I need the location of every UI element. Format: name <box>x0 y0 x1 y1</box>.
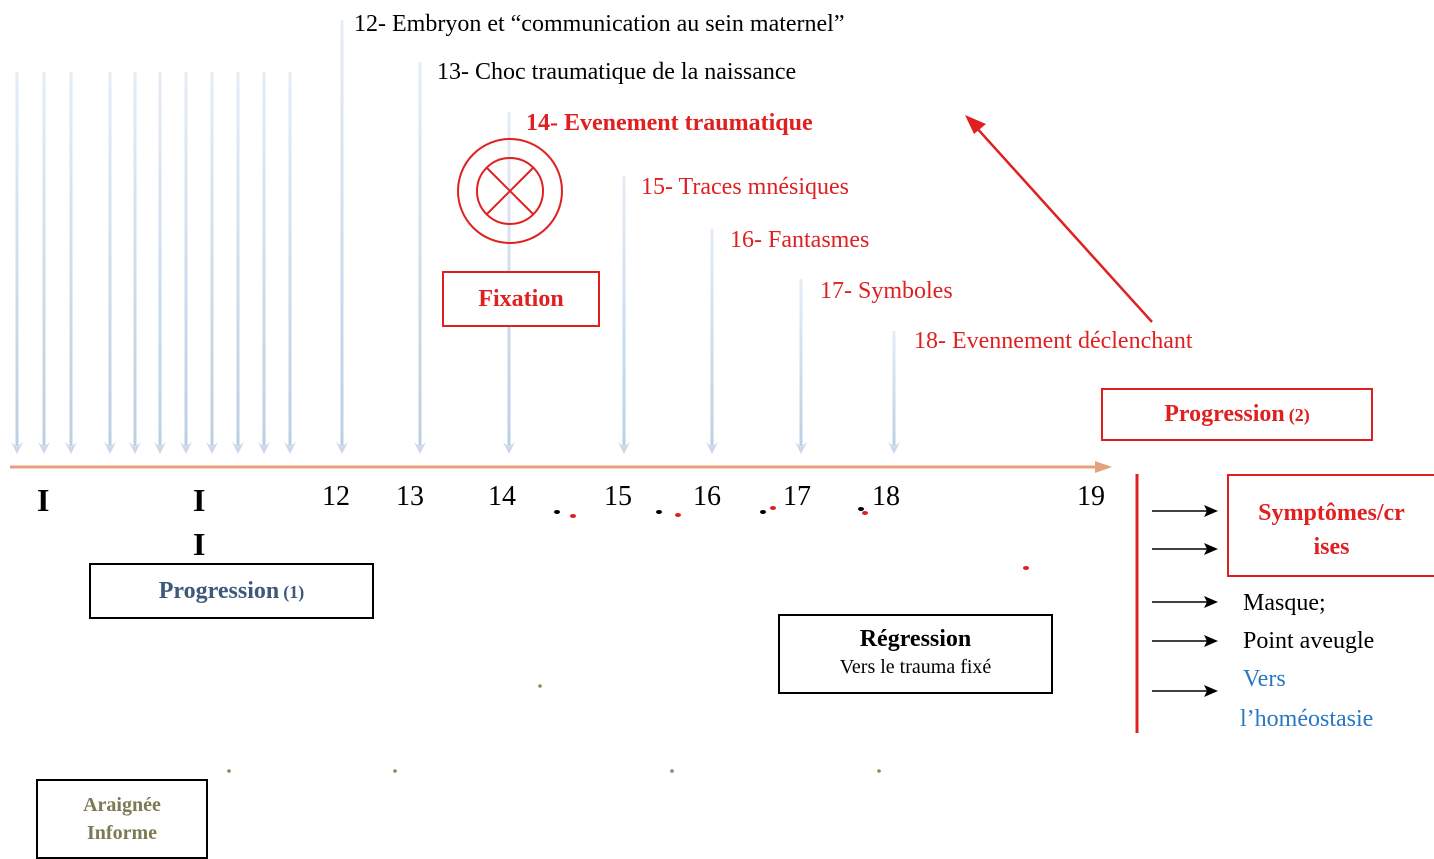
fixation-label: Fixation <box>478 286 564 312</box>
progression-1-box: Progression (1) <box>89 563 374 619</box>
outcome-arrows <box>1152 505 1218 697</box>
early-arrow-7 <box>180 72 192 454</box>
regression-title: Régression <box>859 626 972 652</box>
event-12-label: 12- Embryon et “communication au sein ma… <box>354 11 845 37</box>
early-arrow-4 <box>104 72 116 454</box>
event-16-arrow <box>706 229 718 454</box>
progression-2-label: Progression <box>1164 401 1285 427</box>
event-17-label: 17- Symboles <box>820 278 953 304</box>
event-13-label: 13- Choc traumatique de la naissance <box>437 59 797 85</box>
symptomes-line1: Symptômes/cr <box>1258 500 1405 526</box>
vers-homeostasie-line2: l’homéostasie <box>1240 706 1374 732</box>
vers-homeostasie-line1: Vers <box>1243 666 1286 692</box>
progression-2-box: Progression (2) <box>1101 388 1373 441</box>
axis-tick-17: 17 <box>783 481 811 512</box>
symptomes-box: Symptômes/cr ises <box>1227 474 1434 577</box>
axis-tick-18: 18 <box>872 481 900 512</box>
axis-tick-13: 13 <box>396 481 424 512</box>
fixation-target-icon <box>457 138 563 244</box>
early-arrow-3 <box>65 72 77 454</box>
axis-roman-1: I <box>37 482 50 518</box>
early-arrow-5 <box>129 72 141 454</box>
axis-tick-12: 12 <box>322 481 350 512</box>
axis-roman-2b: I <box>193 526 206 562</box>
event-16-label: 16- Fantasmes <box>730 227 870 253</box>
scatter-dots <box>227 506 1029 773</box>
early-arrow-1 <box>11 72 23 454</box>
early-arrow-11 <box>284 72 296 454</box>
early-arrow-6 <box>154 72 166 454</box>
event-18-arrow <box>888 331 900 454</box>
early-arrow-2 <box>38 72 50 454</box>
fixation-box: Fixation <box>442 271 600 327</box>
progression-1-suffix: (1) <box>283 582 305 602</box>
event-14-label: 14- Evenement traumatique <box>526 110 813 136</box>
axis-tick-16: 16 <box>693 481 721 512</box>
event-15-label: 15- Traces mnésiques <box>641 174 849 200</box>
araignee-line1: Araignée <box>83 794 161 816</box>
progression-1-label: Progression <box>158 578 280 604</box>
regression-subtitle: Vers le trauma fixé <box>839 656 992 678</box>
araignee-box: Araignée Informe <box>36 779 208 859</box>
axis-tick-15: 15 <box>604 481 632 512</box>
early-arrow-9 <box>232 72 244 454</box>
early-arrow-8 <box>206 72 218 454</box>
event-17-arrow <box>795 279 807 454</box>
symptomes-line2: ises <box>1313 534 1350 560</box>
event-15-arrow <box>618 176 630 454</box>
masque-label: Masque; <box>1243 590 1326 616</box>
event-12-arrow <box>336 20 348 454</box>
red-diagonal-arrow <box>974 125 1153 323</box>
axis-tick-14: 14 <box>488 481 516 512</box>
event-18-label: 18- Evennement déclenchant <box>914 328 1193 354</box>
regression-box: Régression Vers le trauma fixé <box>778 614 1053 694</box>
progression-2-suffix: (2) <box>1288 405 1310 425</box>
red-diagonal-arrowhead <box>965 115 986 134</box>
event-13-arrow <box>414 62 426 454</box>
araignee-line2: Informe <box>87 822 157 844</box>
axis-roman-2: I <box>193 482 206 518</box>
axis-tick-19: 19 <box>1077 481 1105 512</box>
point-aveugle-label: Point aveugle <box>1243 628 1375 654</box>
time-axis-arrowhead <box>1095 461 1112 473</box>
early-arrow-10 <box>258 72 270 454</box>
